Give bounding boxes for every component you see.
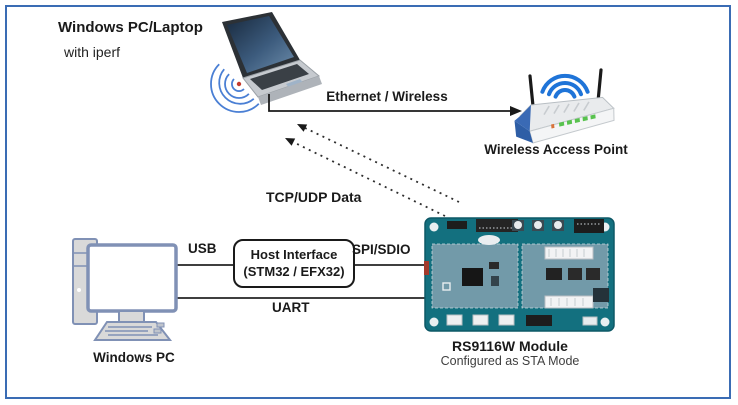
rs9116w-module-image	[424, 217, 615, 332]
access-point-image	[514, 68, 615, 144]
module-subtitle-label: Configured as STA Mode	[440, 354, 580, 368]
wireless-access-point-label: Wireless Access Point	[484, 142, 628, 157]
ethernet-wireless-label: Ethernet / Wireless	[326, 89, 448, 104]
module-title-label: RS9116W Module	[452, 338, 568, 354]
uart-label: UART	[272, 300, 310, 315]
tcp-udp-dotted-arrows	[285, 124, 460, 217]
desktop-pc-image	[72, 238, 178, 341]
host-interface-line1: Host Interface	[250, 247, 338, 263]
laptop-subtitle-label: with iperf	[64, 44, 121, 60]
tcp-udp-data-label: TCP/UDP Data	[266, 189, 362, 205]
ap-wifi-icon	[540, 73, 590, 99]
host-interface-box: Host Interface (STM32 / EFX32)	[233, 239, 355, 288]
usb-label: USB	[188, 241, 217, 256]
windows-pc-label: Windows PC	[93, 350, 175, 365]
laptop-wifi-signal-icon	[210, 63, 260, 113]
laptop-image	[222, 12, 322, 105]
ap-led-lights	[551, 114, 596, 129]
host-interface-line2: (STM32 / EFX32)	[243, 263, 345, 279]
spi-sdio-label: SPI/SDIO	[352, 242, 411, 257]
ethernet-connector-line	[268, 94, 522, 116]
laptop-title-label: Windows PC/Laptop	[58, 19, 203, 36]
